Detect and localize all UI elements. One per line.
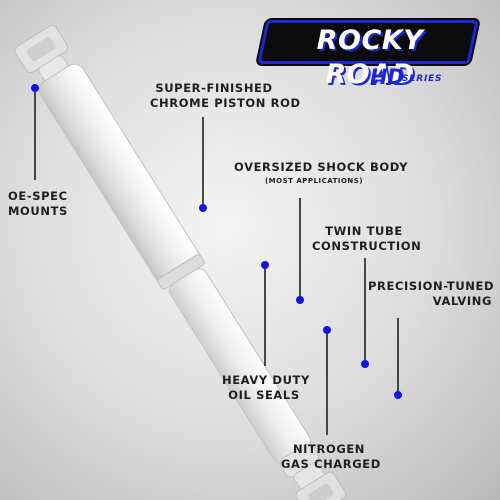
dot-nitrogen (323, 326, 331, 334)
logo-hd-text: HD (370, 65, 405, 89)
label-nitrogen: NITROGEN GAS CHARGED (281, 442, 381, 471)
dot-twin-tube (361, 360, 369, 368)
brand-logo: ROCKY ROAD HD SERIES (257, 20, 482, 90)
label-oe-spec-mounts: OE-SPEC MOUNTS (8, 189, 68, 218)
leader-lines (34, 92, 399, 435)
bottom-mount (293, 461, 347, 500)
label-valving: PRECISION-TUNED VALVING (368, 279, 495, 308)
dot-shock-body (296, 296, 304, 304)
top-mount (14, 25, 69, 82)
callout-dots (31, 84, 402, 399)
upper-tube (38, 63, 205, 290)
label-piston-rod: SUPER-FINISHED CHROME PISTON ROD (150, 81, 301, 110)
label-shock-body: OVERSIZED SHOCK BODY (MOST APPLICATIONS) (234, 160, 408, 185)
dot-oe-spec-mounts (31, 84, 39, 92)
dot-oil-seals (261, 261, 269, 269)
lower-body (168, 268, 319, 478)
dot-piston-rod (199, 204, 207, 212)
logo-series-text: SERIES (402, 74, 443, 84)
logo-wordmark: ROCKY ROAD (316, 25, 424, 90)
dot-valving (394, 391, 402, 399)
label-oil-seals: HEAVY DUTY OIL SEALS (222, 373, 310, 402)
label-twin-tube: TWIN TUBE CONSTRUCTION (312, 224, 422, 253)
